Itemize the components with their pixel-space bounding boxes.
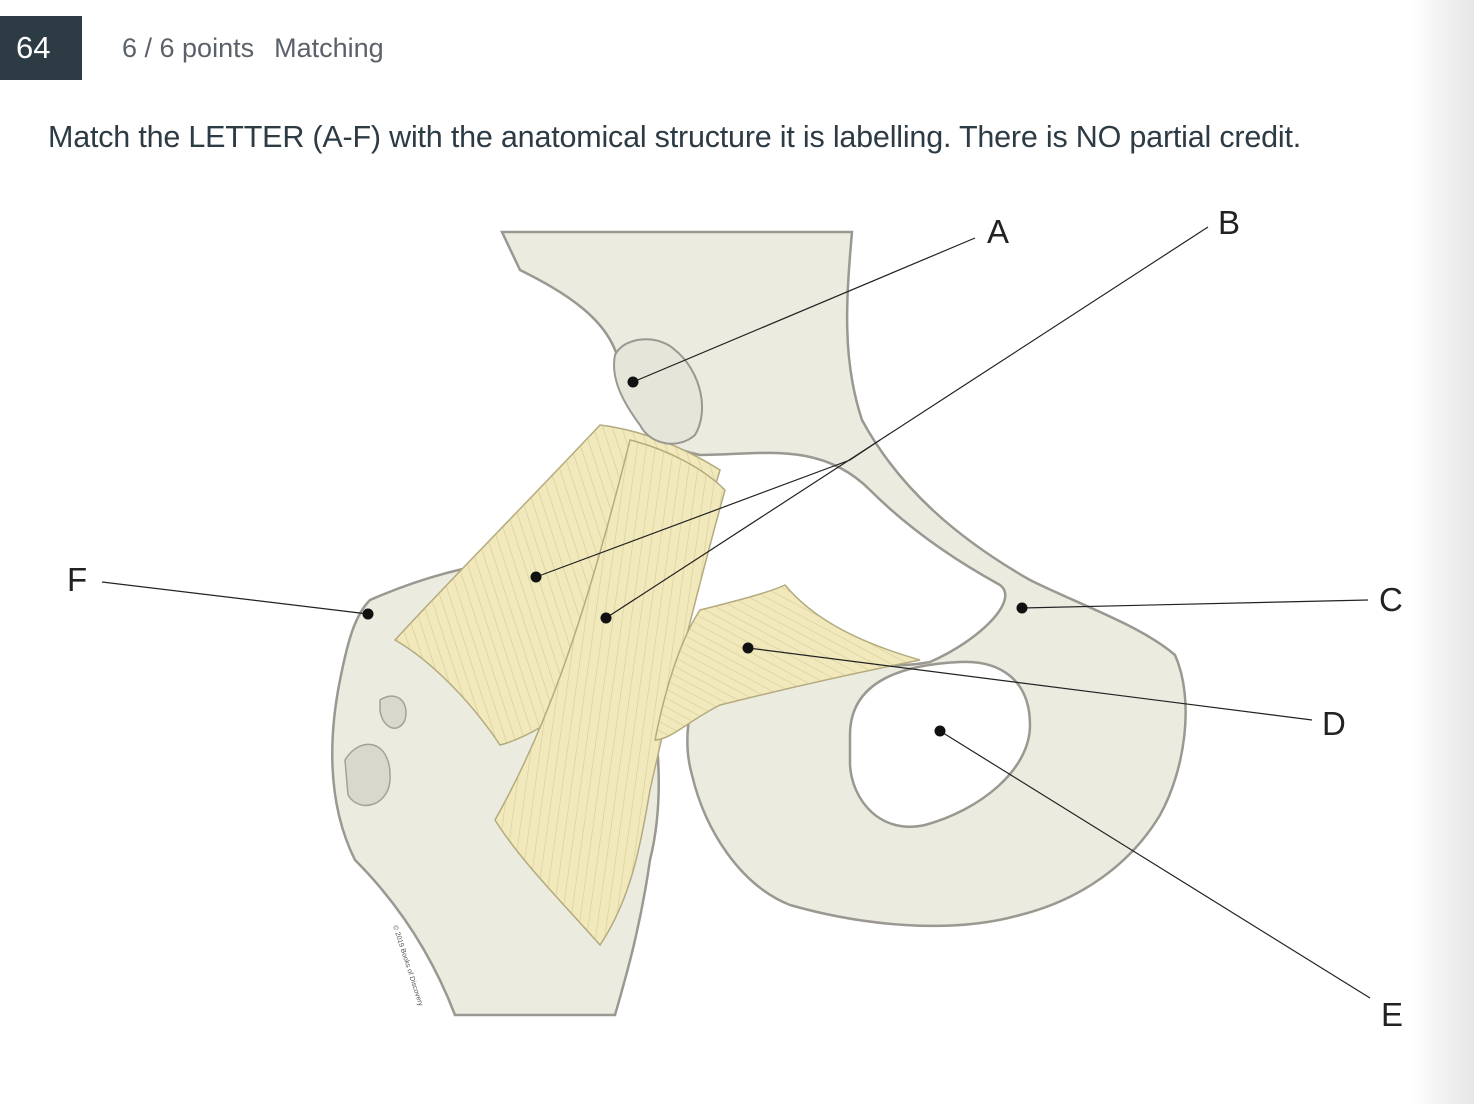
label-dot-b2 [600, 612, 612, 624]
label-dot-a [627, 376, 639, 388]
leader-line-d [747, 647, 1313, 721]
question-type: Matching [274, 33, 384, 63]
label-c: C [1379, 581, 1403, 618]
question-number: 64 [0, 16, 82, 80]
leader-line-a [632, 237, 976, 383]
obturator-foramen [848, 660, 1032, 828]
label-dots [362, 376, 1028, 737]
label-d: D [1322, 705, 1346, 742]
anterior-inferior-iliac-spine [613, 338, 703, 445]
label-dot-b1 [530, 571, 542, 583]
label-dot-f [362, 608, 374, 620]
leader-line-b-branch [535, 439, 881, 578]
ligament-fibers [495, 440, 725, 945]
label-e: E [1381, 996, 1403, 1033]
label-a: A [987, 213, 1009, 250]
leader-lines [101, 226, 1371, 999]
label-dot-e [934, 725, 946, 737]
question-header: 6 / 6 points Matching [122, 33, 384, 64]
trochanter-detail [344, 695, 407, 806]
label-f: F [67, 561, 87, 598]
leader-line-e [939, 730, 1371, 999]
ligament-fibers [655, 585, 920, 740]
page-edge-shadow [1410, 0, 1474, 1104]
leader-line-f [101, 581, 369, 615]
label-dot-d [742, 642, 754, 654]
label-b: B [1218, 204, 1240, 241]
question-prompt: Match the LETTER (A-F) with the anatomic… [48, 120, 1302, 154]
question-points: 6 / 6 points [122, 33, 255, 63]
label-dot-c [1016, 602, 1028, 614]
leader-line-c [1021, 599, 1369, 609]
